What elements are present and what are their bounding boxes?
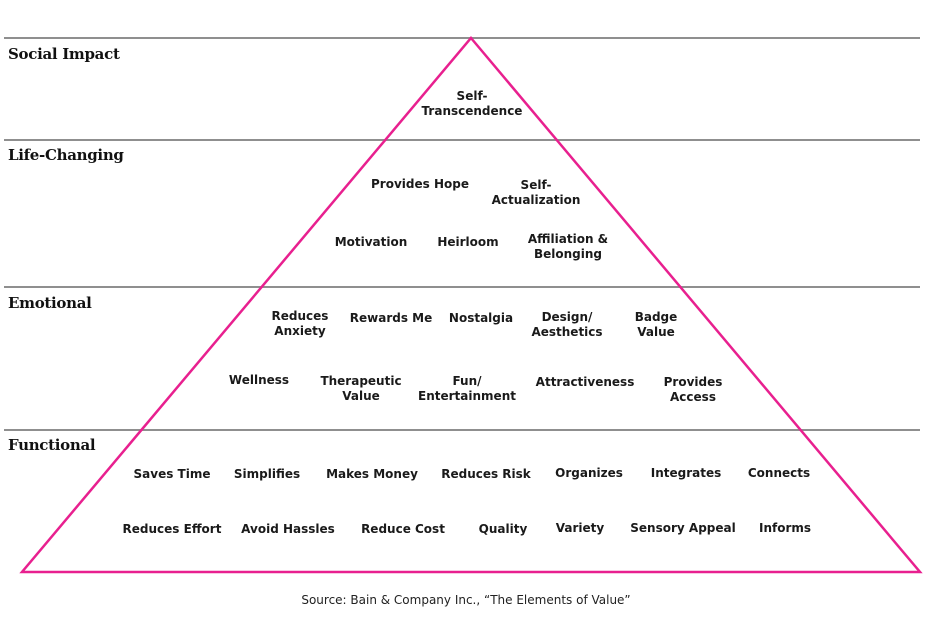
element-attractiveness: Attractiveness	[535, 375, 635, 389]
element-self-actualization: Self- Actualization	[491, 178, 581, 207]
element-saves-time: Saves Time	[133, 467, 211, 481]
element-reduces-anxiety: Reduces Anxiety	[271, 309, 329, 338]
source-caption: Source: Bain & Company Inc., “The Elemen…	[301, 593, 631, 607]
divider-emotional	[4, 286, 920, 288]
element-sensory-appeal: Sensory Appeal	[630, 521, 736, 535]
element-informs: Informs	[758, 521, 812, 535]
element-rewards-me: Rewards Me	[349, 311, 433, 325]
element-integrates: Integrates	[650, 466, 722, 480]
element-self-transcendence: Self- Transcendence	[421, 89, 523, 118]
element-connects: Connects	[747, 466, 811, 480]
element-fun-entertainment: Fun/ Entertainment	[418, 374, 516, 403]
element-badge-value: Badge Value	[634, 310, 678, 339]
element-variety: Variety	[555, 521, 605, 535]
element-therapeutic-value: Therapeutic Value	[320, 374, 402, 403]
element-reduces-risk: Reduces Risk	[441, 467, 531, 481]
divider-life-changing	[4, 139, 920, 141]
element-reduces-effort: Reduces Effort	[122, 522, 222, 536]
element-provides-access: Provides Access	[663, 375, 723, 404]
element-reduce-cost: Reduce Cost	[361, 522, 445, 536]
divider-functional	[4, 429, 920, 431]
element-simplifies: Simplifies	[233, 467, 301, 481]
element-makes-money: Makes Money	[326, 467, 418, 481]
pyramid-triangle	[19, 36, 923, 574]
element-design-aesthetics: Design/ Aesthetics	[531, 310, 603, 339]
layer-label-functional: Functional	[8, 436, 96, 454]
divider-social-impact	[4, 37, 920, 39]
element-avoid-hassles: Avoid Hassles	[241, 522, 335, 536]
element-motivation: Motivation	[334, 235, 408, 249]
element-organizes: Organizes	[555, 466, 623, 480]
element-nostalgia: Nostalgia	[448, 311, 514, 325]
element-provides-hope: Provides Hope	[371, 177, 469, 191]
element-affiliation-belonging: Affiliation & Belonging	[527, 232, 609, 261]
layer-label-social-impact: Social Impact	[8, 45, 120, 63]
layer-label-life-changing: Life-Changing	[8, 146, 124, 164]
layer-label-emotional: Emotional	[8, 294, 92, 312]
element-quality: Quality	[478, 522, 528, 536]
element-wellness: Wellness	[228, 373, 290, 387]
element-heirloom: Heirloom	[437, 235, 499, 249]
